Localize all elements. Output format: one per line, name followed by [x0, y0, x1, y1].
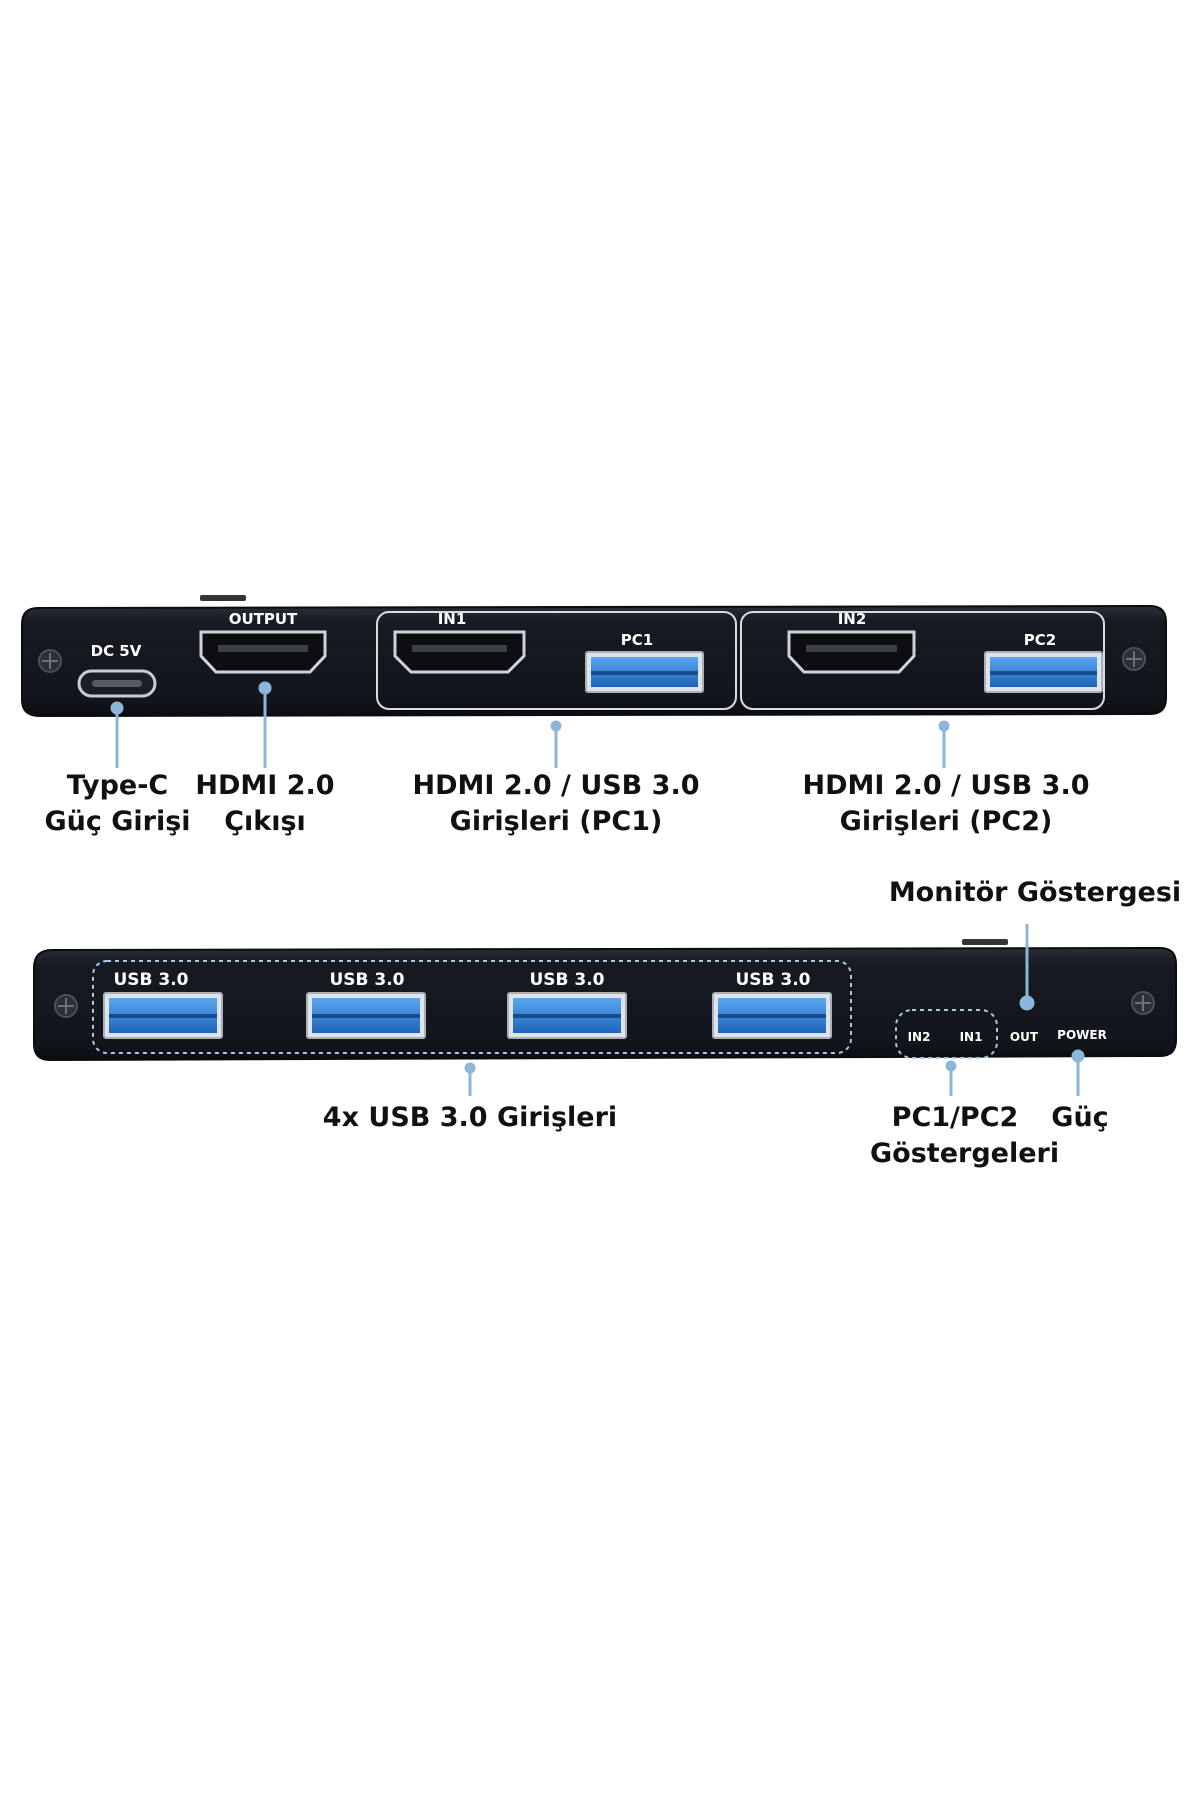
usb-c-port-icon	[77, 669, 157, 698]
power-indicator-callout-text: Güç	[1051, 1102, 1109, 1133]
typec-callout-line-1: Type-C	[66, 770, 169, 801]
usb-label: USB 3.0	[529, 970, 604, 990]
pc2-inputs-callout-line-2: Girişleri (PC2)	[839, 806, 1053, 837]
usb-inputs-callout: 4x USB 3.0 Girişleri	[315, 1100, 625, 1136]
usb-label: USB 3.0	[735, 970, 810, 990]
in1-indicator-label: IN1	[960, 1030, 983, 1044]
pc2-inputs-callout: HDMI 2.0 / USB 3.0 Girişleri (PC2)	[786, 768, 1106, 840]
top-panel-clip	[200, 595, 246, 601]
bottom-panel: USB 3.0 USB 3.0 USB 3.0 USB 3.0	[33, 924, 1177, 1096]
usb-pc1-port-icon	[585, 651, 704, 693]
pc1-inputs-callout-line-2: Girişleri (PC1)	[449, 806, 663, 837]
screw-icon	[1131, 991, 1155, 1015]
pc1-inputs-callout-line-1: HDMI 2.0 / USB 3.0	[412, 770, 700, 801]
screw-icon	[38, 649, 62, 673]
top-leader-lines	[110, 681, 950, 768]
hdmi-out-callout: HDMI 2.0 Çıkışı	[195, 768, 335, 840]
bottom-leader-lines	[464, 924, 1085, 1096]
pc2-group-outline	[740, 611, 1105, 710]
usb-port-4-icon	[712, 992, 832, 1039]
hdmi-in2-port-icon	[787, 630, 916, 674]
usb-pc2-port-icon	[984, 651, 1103, 693]
out-indicator-label: OUT	[1010, 1030, 1039, 1044]
indicator-group-outline	[895, 1009, 998, 1059]
usb-port-1-icon	[103, 992, 223, 1039]
hdmi-output-port-icon	[199, 630, 327, 674]
power-indicator-label: POWER	[1057, 1028, 1107, 1042]
hdmi-in1-port-icon	[393, 630, 526, 674]
bottom-panel-clip	[962, 939, 1008, 945]
dc-5v-label: DC 5V	[91, 642, 142, 660]
usb-port-2-icon	[306, 992, 426, 1039]
usb-inputs-callout-text: 4x USB 3.0 Girişleri	[322, 1102, 618, 1133]
in1-label: IN1	[438, 610, 467, 628]
pc-indicators-callout-line-1: PC1/PC2	[891, 1102, 1019, 1133]
pc-indicators-callout-line-2: Göstergeleri	[870, 1138, 1060, 1169]
monitor-indicator-callout: Monitör Göstergesi	[885, 875, 1185, 911]
hdmi-out-callout-line-2: Çıkışı	[224, 806, 306, 837]
usb-label: USB 3.0	[113, 970, 188, 990]
screw-icon	[1122, 647, 1146, 671]
monitor-indicator-callout-text: Monitör Göstergesi	[888, 877, 1182, 908]
typec-callout-line-2: Güç Girişi	[44, 806, 191, 837]
usb-group-outline	[92, 960, 852, 1054]
in2-label: IN2	[838, 610, 867, 628]
pc1-group-outline	[376, 611, 737, 710]
pc2-label: PC2	[1024, 631, 1056, 649]
usb-port-3-icon	[507, 992, 627, 1039]
power-indicator-callout: Güç	[1040, 1100, 1120, 1136]
in2-indicator-label: IN2	[908, 1030, 931, 1044]
top-panel: DC 5V OUTPUT IN1 PC1	[21, 595, 1167, 768]
typec-callout: Type-C Güç Girişi	[40, 768, 195, 840]
pc1-label: PC1	[621, 631, 653, 649]
pc1-inputs-callout: HDMI 2.0 / USB 3.0 Girişleri (PC1)	[396, 768, 716, 840]
output-label: OUTPUT	[229, 610, 298, 628]
pc2-inputs-callout-line-1: HDMI 2.0 / USB 3.0	[802, 770, 1090, 801]
hdmi-out-callout-line-1: HDMI 2.0	[195, 770, 335, 801]
pc-indicators-callout: PC1/PC2 Göstergeleri	[870, 1100, 1060, 1172]
usb-label: USB 3.0	[329, 970, 404, 990]
screw-icon	[54, 994, 78, 1018]
